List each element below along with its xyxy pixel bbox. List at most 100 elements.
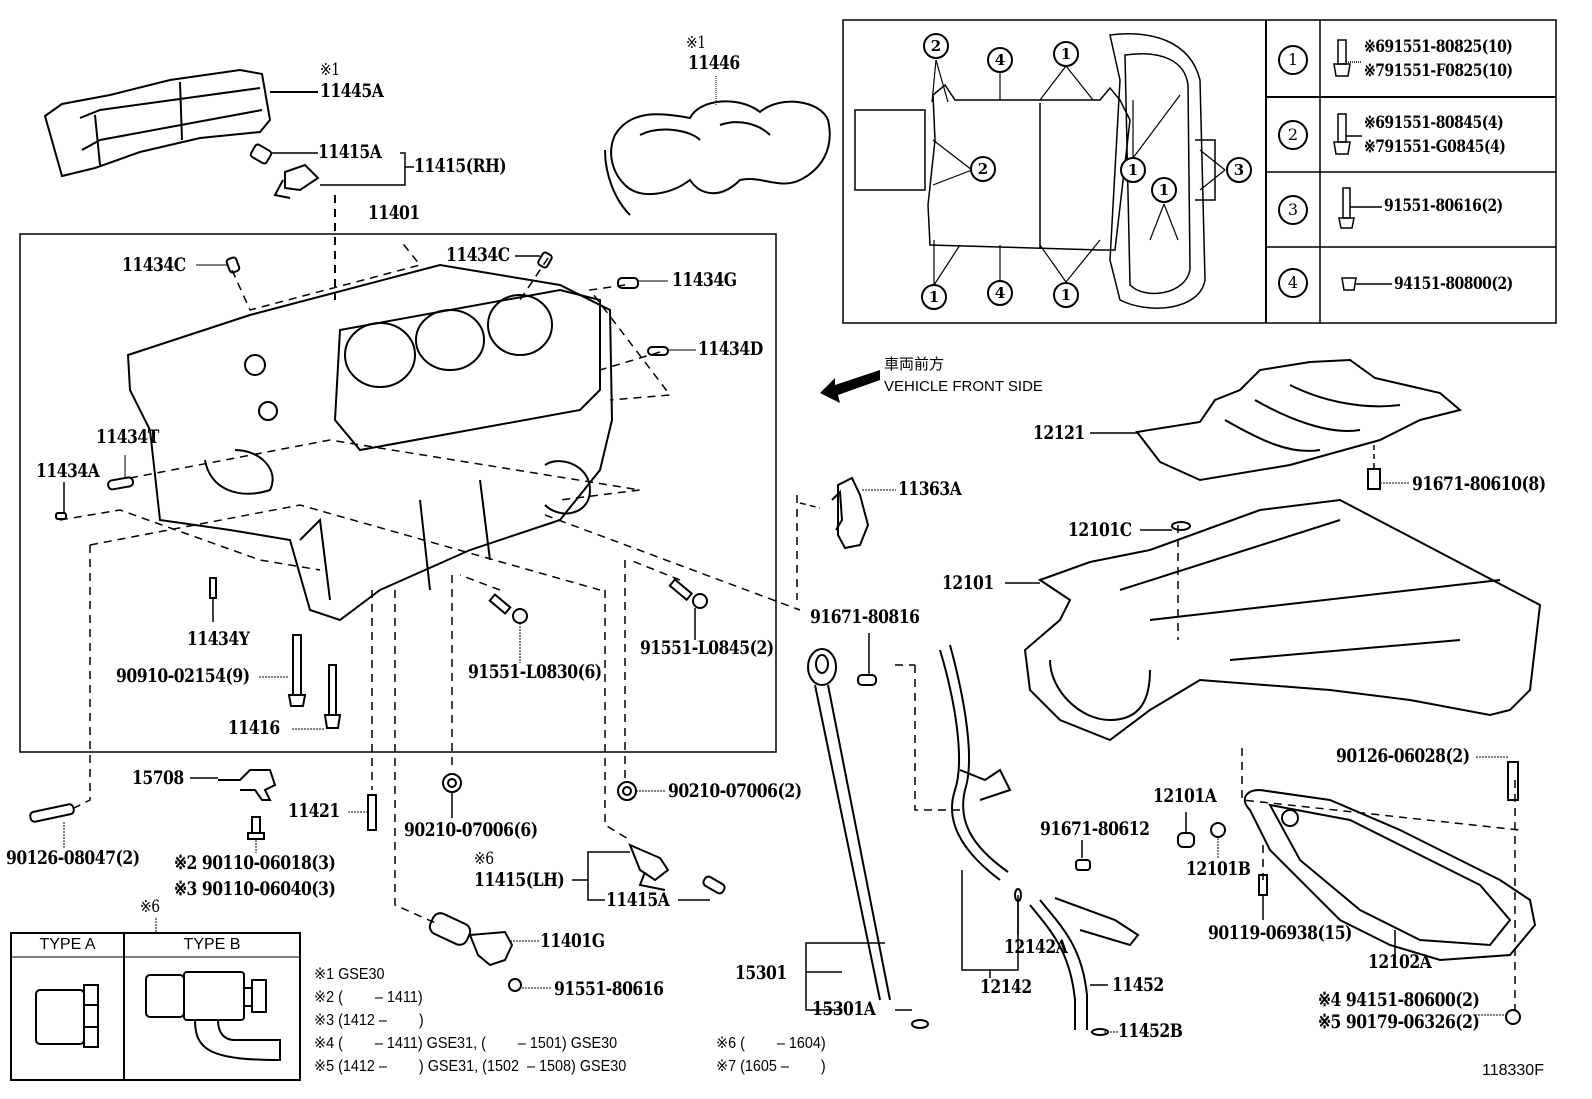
vehicle-front-english: VEHICLE FRONT SIDE xyxy=(884,378,1043,395)
part-90119-06938-label[interactable]: 90119-06938(15) xyxy=(1208,922,1352,944)
bolt-table-num-3: 3 xyxy=(1278,195,1308,225)
part-11415-lh-label[interactable]: 11415(LH) xyxy=(474,869,565,891)
part-12102A-label[interactable]: 12102A xyxy=(1368,951,1432,973)
legend-note-7: ※7 (1605 – ) xyxy=(716,1058,826,1075)
legend-note-5: ※5 (1412 – ) GSE31, (1502 – 1508) GSE30 xyxy=(314,1058,627,1075)
oil-pan-lower-drawing xyxy=(1177,761,1537,1025)
dipstick-guide-drawing xyxy=(939,644,1140,1036)
part-15301-label[interactable]: 15301 xyxy=(735,962,787,984)
assembly-leader-lines xyxy=(59,239,1521,1010)
bolt-callout-1-bottom-right: 1 xyxy=(1053,282,1079,308)
part-12142A-label[interactable]: 12142A xyxy=(1004,936,1068,958)
part-94151-80600-label[interactable]: ※4 94151-80600(2) xyxy=(1318,989,1480,1011)
bolt-callout-2-top: 2 xyxy=(923,33,949,59)
bolt-table-num-4: 4 xyxy=(1278,268,1308,298)
part-91551-80616-label[interactable]: 91551-80616 xyxy=(554,978,664,1000)
block-assembly-frame xyxy=(19,233,777,753)
bracket-11363a-drawing xyxy=(831,476,870,550)
part-91671-80610-label[interactable]: 91671-80610(8) xyxy=(1412,473,1546,495)
dowel-pins xyxy=(55,251,669,599)
part-11434D-label[interactable]: 11434D xyxy=(698,338,763,360)
part-11363A-label[interactable]: 11363A xyxy=(898,478,962,500)
bolt-callout-1-right-top: 1 xyxy=(1120,157,1146,183)
baffle-plate-drawing xyxy=(1135,358,1463,490)
vehicle-front-japanese: 車両前方 xyxy=(884,356,945,373)
part-90179-06326-label[interactable]: ※5 90179-06326(2) xyxy=(1318,1011,1480,1033)
legend-note-3: ※3 (1412 – ) xyxy=(314,1012,424,1029)
type-a-header: TYPE A xyxy=(39,936,96,953)
gasket-11446-drawing xyxy=(604,100,831,216)
part-91671-80816-label[interactable]: 91671-80816 xyxy=(810,606,920,628)
intake-cover-drawing xyxy=(43,68,272,178)
legend-note-1: ※1 GSE30 xyxy=(314,966,385,983)
part-11415-rh-label[interactable]: 11415(RH) xyxy=(414,155,507,177)
part-90910-02154-label[interactable]: 90910-02154(9) xyxy=(116,665,250,687)
dipstick-drawing xyxy=(807,648,929,1029)
bolt-table-part[interactable]: ※691551-80825(10) xyxy=(1364,37,1513,57)
part-90110-06018-label[interactable]: ※2 90110-06018(3) xyxy=(174,852,336,874)
part-12101C-label[interactable]: 12101C xyxy=(1068,519,1132,541)
part-12121-label[interactable]: 12121 xyxy=(1033,422,1085,444)
bolt-table-icons xyxy=(1333,39,1392,291)
part-11452-label[interactable]: 11452 xyxy=(1112,974,1164,996)
part-91671-80612-label[interactable]: 91671-80612 xyxy=(1040,818,1150,840)
type-box-note: ※6 xyxy=(140,897,160,917)
part-11415-lh-note: ※6 xyxy=(474,849,494,869)
part-11415A-bottom-label[interactable]: 11415A xyxy=(606,889,670,911)
cylinder-block-drawing xyxy=(126,263,614,622)
part-15708-label[interactable]: 15708 xyxy=(132,767,184,789)
part-12101B-label[interactable]: 12101B xyxy=(1186,858,1251,880)
bolt-table-part[interactable]: ※691551-80845(4) xyxy=(1364,113,1504,133)
part-91551-L0845-label[interactable]: 91551-L0845(2) xyxy=(640,637,774,659)
part-11434G-label[interactable]: 11434G xyxy=(672,269,737,291)
part-12101-label[interactable]: 12101 xyxy=(942,572,994,594)
part-11445A-label[interactable]: 11445A xyxy=(320,80,384,102)
part-11401-label[interactable]: 11401 xyxy=(368,202,420,224)
part-90126-06028-label[interactable]: 90126-06028(2) xyxy=(1336,745,1470,767)
part-90210-07006-2-label[interactable]: 90210-07006(2) xyxy=(668,780,802,802)
part-11401G-label[interactable]: 11401G xyxy=(540,930,605,952)
part-11415A-top-label[interactable]: 11415A xyxy=(318,141,382,163)
bolt-table-part[interactable]: ※791551-F0825(10) xyxy=(1364,61,1513,81)
bolt-table-num-1: 1 xyxy=(1278,45,1308,75)
part-11452B-label[interactable]: 11452B xyxy=(1118,1020,1183,1042)
part-11434T-label[interactable]: 11434T xyxy=(96,426,159,448)
part-15301A-label[interactable]: 15301A xyxy=(812,998,876,1020)
legend-note-4: ※4 ( – 1411) GSE31, ( – 1501) GSE30 xyxy=(314,1035,618,1052)
part-11434Y-label[interactable]: 11434Y xyxy=(187,628,250,650)
part-90210-07006-6-label[interactable]: 90210-07006(6) xyxy=(404,819,538,841)
part-11446-label[interactable]: 11446 xyxy=(688,52,740,74)
bolt-layout-drawing xyxy=(854,33,1216,309)
part-11434A-label[interactable]: 11434A xyxy=(36,460,100,482)
part-12101A-label[interactable]: 12101A xyxy=(1153,785,1217,807)
bolt-table-part[interactable]: 94151-80800(2) xyxy=(1394,274,1513,294)
part-90126-08047-label[interactable]: 90126-08047(2) xyxy=(6,847,140,869)
type-box xyxy=(10,918,301,1081)
bolt-callout-1-top: 1 xyxy=(1053,41,1079,67)
legend-note-2: ※2 ( – 1411) xyxy=(314,989,423,1006)
bolt-callout-3: 3 xyxy=(1226,157,1252,183)
part-12142-label[interactable]: 12142 xyxy=(980,976,1032,998)
bolt-callout-leaders xyxy=(931,59,1226,286)
part-11416-label[interactable]: 11416 xyxy=(228,717,280,739)
bolt-table-part[interactable]: 91551-80616(2) xyxy=(1384,196,1503,216)
part-90110-06040-label[interactable]: ※3 90110-06040(3) xyxy=(174,878,336,900)
part-11445A-note: ※1 xyxy=(320,60,340,80)
part-11434C-mid-label[interactable]: 11434C xyxy=(446,244,510,266)
oil-pan-upper-drawing xyxy=(1023,498,1542,742)
part-91551-L0830-label[interactable]: 91551-L0830(6) xyxy=(468,661,602,683)
part-11434C-left-label[interactable]: 11434C xyxy=(122,254,186,276)
knock-sensor-lh-drawing xyxy=(628,843,726,895)
part-11446-note: ※1 xyxy=(686,33,706,53)
bolt-table-part[interactable]: ※791551-G0845(4) xyxy=(1364,137,1506,157)
knock-sensor-rh-drawing xyxy=(249,143,320,199)
bolt-callout-2-mid: 2 xyxy=(970,156,996,182)
lower-left-parts xyxy=(29,769,637,840)
part-11421-label[interactable]: 11421 xyxy=(288,800,340,822)
bolt-callout-1-right-bottom: 1 xyxy=(1151,177,1177,203)
legend-note-6: ※6 ( – 1604) xyxy=(716,1035,826,1052)
bolt-callout-4-bottom: 4 xyxy=(987,280,1013,306)
vehicle-front-arrow xyxy=(820,370,880,403)
bolt-callout-4-top: 4 xyxy=(987,47,1013,73)
